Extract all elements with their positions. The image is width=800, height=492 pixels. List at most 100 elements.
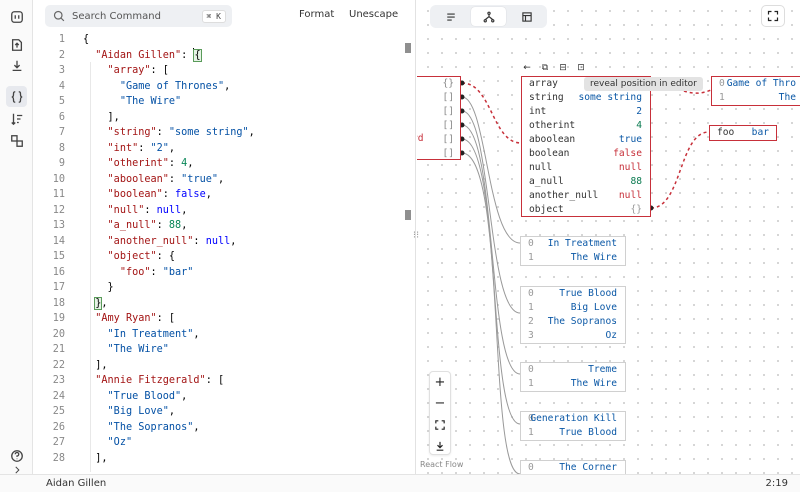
node-row-key: otherint xyxy=(529,119,575,133)
line-number: 27 xyxy=(33,435,65,451)
format-button[interactable]: Format xyxy=(299,9,334,20)
array-value: The xyxy=(779,91,796,105)
app-logo-icon[interactable] xyxy=(6,6,27,27)
download-icon[interactable] xyxy=(6,55,27,76)
node-row[interactable]: object {} xyxy=(522,203,650,217)
node-row[interactable]: abooleantrue xyxy=(522,133,650,147)
list-item[interactable]: 3Oz xyxy=(521,329,625,343)
scrollbar-marker[interactable] xyxy=(405,210,411,220)
line-number: 22 xyxy=(33,358,65,374)
line-number: 11 xyxy=(33,187,65,203)
zoom-out-button[interactable]: − xyxy=(430,393,450,414)
list-node[interactable]: 0Treme1The Wire xyxy=(520,362,626,392)
list-item[interactable]: 0In Treatment xyxy=(521,237,625,251)
line-number: 5 xyxy=(33,94,65,110)
root-node-row[interactable]: [] xyxy=(442,133,454,147)
list-index: 1 xyxy=(528,301,534,315)
node-row-key: another_null xyxy=(529,189,598,203)
collapse-icon[interactable]: ⊟ xyxy=(557,62,569,74)
line-number: 19 xyxy=(33,311,65,327)
search-command-input[interactable]: Search Command ⌘ K xyxy=(45,5,232,27)
line-number: 16 xyxy=(33,265,65,281)
text-view-tab[interactable] xyxy=(433,7,468,26)
line-content: "otherint": 4, xyxy=(83,156,193,172)
root-node-row[interactable]: [] xyxy=(442,105,454,119)
list-node[interactable]: 0The Corner xyxy=(520,460,626,474)
scrollbar-marker[interactable] xyxy=(405,43,411,53)
fit-view-icon xyxy=(435,420,445,430)
copy-icon[interactable]: ⧉ xyxy=(539,62,551,74)
download-image-button[interactable] xyxy=(430,435,450,456)
array-node[interactable]: 0Game of Thro1The xyxy=(711,76,800,106)
expand-icon[interactable] xyxy=(6,466,27,474)
line-number: 8 xyxy=(33,141,65,157)
edge-array xyxy=(462,83,521,143)
line-content: "aboolean": "true", xyxy=(83,172,224,188)
list-item[interactable]: 1True Blood xyxy=(521,426,625,440)
sort-icon[interactable] xyxy=(6,108,27,129)
list-item[interactable]: 1The Wire xyxy=(521,377,625,391)
list-item[interactable]: 2The Sopranos xyxy=(521,315,625,329)
aidan-gillen-node[interactable]: arraystringsome stringint2otherint4abool… xyxy=(521,76,651,217)
list-item[interactable]: 0True Blood xyxy=(521,287,625,301)
list-value: The Corner xyxy=(559,461,617,474)
back-arrow-icon[interactable]: ← xyxy=(521,62,533,74)
root-node-row[interactable]: {} xyxy=(442,77,454,91)
node-row[interactable]: otherint 4 xyxy=(522,119,650,133)
editor-scrollbar[interactable] xyxy=(405,40,411,470)
array-item[interactable]: 1The xyxy=(712,91,800,105)
node-row[interactable]: stringsome string xyxy=(522,91,650,105)
node-toolbar: ← ⧉ ⊟ ⊡ xyxy=(521,61,587,75)
array-item[interactable]: 0Game of Thro xyxy=(712,77,800,91)
list-item[interactable]: 1Big Love xyxy=(521,301,625,315)
list-value: The Wire xyxy=(571,377,617,391)
node-row-value: null xyxy=(619,161,642,175)
transform-icon[interactable] xyxy=(6,130,27,151)
search-shortcut-badge: ⌘ K xyxy=(202,10,226,23)
node-row-value: {} xyxy=(630,203,642,217)
node-row-key: object xyxy=(529,203,564,217)
node-row[interactable]: a_null88 xyxy=(522,175,650,189)
edge-list-5 xyxy=(462,153,520,474)
node-row[interactable]: int2 xyxy=(522,105,650,119)
object-node[interactable]: foobar xyxy=(709,125,777,141)
node-row[interactable]: booleanfalse xyxy=(522,147,650,161)
line-number: 13 xyxy=(33,218,65,234)
braces-icon[interactable] xyxy=(6,86,27,107)
list-item[interactable]: 0Generation Kill xyxy=(521,412,625,426)
list-item[interactable]: 0The Corner xyxy=(521,461,625,474)
fullscreen-button[interactable] xyxy=(761,5,785,27)
root-node-label: rd xyxy=(417,133,424,144)
list-node[interactable]: 0Generation Kill1True Blood xyxy=(520,411,626,441)
node-row[interactable]: another_nullnull xyxy=(522,189,650,203)
list-item[interactable]: 1The Wire xyxy=(521,251,625,265)
list-value: Oz xyxy=(605,329,617,343)
graph-view-panel[interactable]: rd {}[][][][][] ← ⧉ ⊟ ⊡ arraystringsome … xyxy=(417,0,800,474)
root-node[interactable]: rd {}[][][][][] xyxy=(417,76,461,160)
unescape-button[interactable]: Unescape xyxy=(349,9,398,20)
node-row-value: 4 xyxy=(636,119,642,133)
root-node-row[interactable]: [] xyxy=(442,147,454,161)
root-node-row[interactable]: [] xyxy=(442,91,454,105)
line-number: 20 xyxy=(33,327,65,343)
upload-icon[interactable] xyxy=(6,34,27,55)
focus-icon[interactable]: ⊡ xyxy=(575,62,587,74)
graph-view-tab[interactable] xyxy=(471,7,506,26)
line-content: ], xyxy=(83,110,120,126)
help-icon[interactable] xyxy=(6,445,27,466)
list-node[interactable]: 0In Treatment1The Wire xyxy=(520,236,626,266)
code-line[interactable]: 2 "Aidan Gillen": { xyxy=(33,48,416,64)
fit-view-button[interactable] xyxy=(430,414,450,435)
table-view-tab[interactable] xyxy=(509,7,544,26)
root-node-row[interactable]: [] xyxy=(442,119,454,133)
list-item[interactable]: 0Treme xyxy=(521,363,625,377)
react-flow-attribution[interactable]: React Flow xyxy=(420,460,463,469)
node-row[interactable]: nullnull xyxy=(522,161,650,175)
line-content: "Annie Fitzgerald": [ xyxy=(83,373,224,389)
zoom-in-button[interactable]: + xyxy=(430,372,450,393)
view-switcher xyxy=(430,5,547,28)
list-index: 2 xyxy=(528,315,534,329)
code-line[interactable]: 1{ xyxy=(33,32,416,48)
list-node[interactable]: 0True Blood1Big Love2The Sopranos3Oz xyxy=(520,286,626,344)
edge-list-2 xyxy=(462,111,520,313)
